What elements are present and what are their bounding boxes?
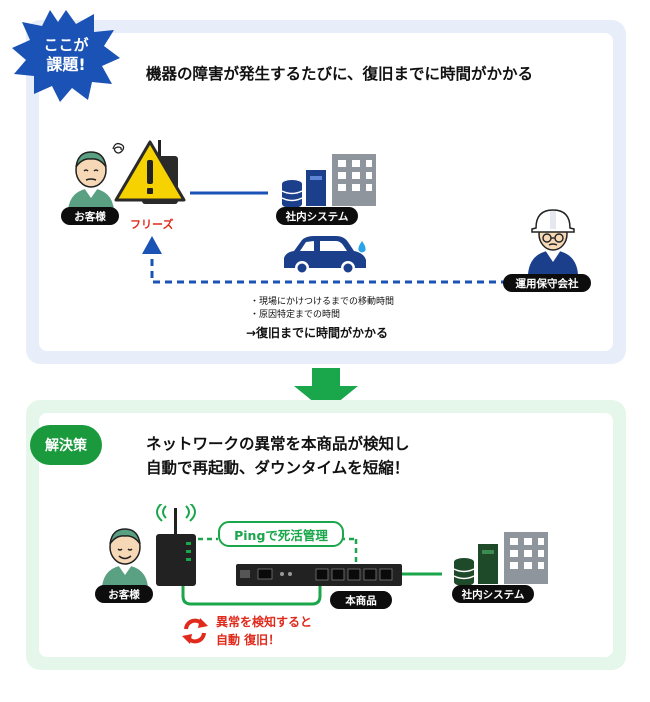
company-system-label: 社内システム <box>276 207 358 225</box>
problem-diagram-lines <box>142 191 508 284</box>
maintenance-company-label: 運用保守会社 <box>503 274 591 292</box>
recovery-text-line-2: 自動 復旧！ <box>216 633 281 647</box>
router-wifi-icon <box>156 504 196 586</box>
customer-person-icon <box>68 151 114 210</box>
ping-monitoring-label: Pingで死活管理 <box>218 521 344 547</box>
car-icon <box>284 236 366 275</box>
dispatch-route-arrowhead <box>142 236 162 254</box>
sweat-drop-icon <box>358 241 366 253</box>
problem-note-travel-time: ・現場にかけつけるまでの移動時間 <box>250 297 395 307</box>
customer-person-icon-solution <box>102 528 148 587</box>
refresh-cycle-icon <box>182 618 208 644</box>
product-label: 本商品 <box>330 591 392 609</box>
problem-badge-label-1: ここが <box>43 36 89 54</box>
power-link <box>181 583 322 606</box>
solution-headline-line-1: ネットワークの異常を本商品が検知し <box>146 435 410 453</box>
customer-label: お客様 <box>61 207 119 225</box>
solution-headline-line-2: 自動で再起動、ダウンタイムを短縮！ <box>146 459 410 477</box>
customer-label-solution: お客様 <box>95 585 153 603</box>
company-system-icon-solution <box>453 532 548 586</box>
problem-note-diagnosis-time: ・原因特定までの時間 <box>250 310 341 320</box>
solution-badge: 解決策 <box>30 425 102 465</box>
recovery-text-line-1: 異常を検知すると <box>216 615 313 629</box>
router-warning-icon <box>114 140 186 204</box>
problem-badge-label-2: 課題! <box>46 55 86 74</box>
problem-headline: 機器の障害が発生するたびに、復旧までに時間がかかる <box>146 65 534 83</box>
frustration-scribble-icon <box>112 142 125 154</box>
transition-arrow-icon <box>294 368 358 412</box>
freeze-label: フリーズ <box>130 218 174 231</box>
company-system-label-solution: 社内システム <box>452 585 534 603</box>
dispatch-route-dashed <box>150 252 508 284</box>
company-system-icon <box>281 154 376 208</box>
maintenance-worker-icon <box>528 209 578 274</box>
product-device-icon <box>236 564 402 586</box>
problem-conclusion: →復旧までに時間がかかる <box>246 326 389 340</box>
solution-diagram-lines <box>181 537 442 606</box>
problem-badge-burst <box>12 10 120 102</box>
